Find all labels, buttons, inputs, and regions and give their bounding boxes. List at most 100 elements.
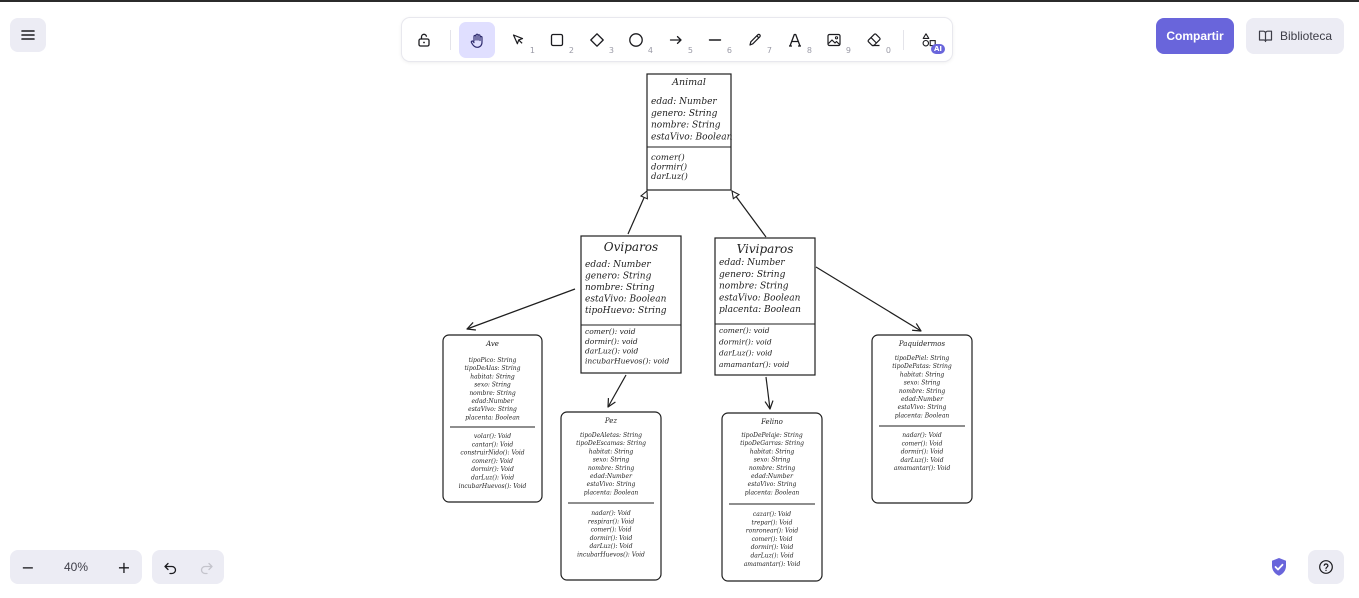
arrow-tool[interactable]: 5 — [658, 22, 694, 58]
oviparos-attribute: nombre: String — [585, 283, 655, 293]
pez-attribute: sexo: String — [593, 457, 630, 464]
pez-method: nadar(): Void — [591, 510, 631, 517]
more-tools-button[interactable]: AI — [911, 22, 947, 58]
ave-title: Ave — [485, 340, 499, 348]
hamburger-icon — [21, 30, 35, 40]
zoom-in-button[interactable]: + — [106, 550, 142, 584]
ave-method: incubarHuevos(): Void — [459, 483, 527, 490]
felino-attribute: tipoDeGarras: String — [740, 440, 804, 447]
ave-attribute: estaVivo: String — [468, 406, 517, 413]
help-button[interactable] — [1308, 550, 1344, 584]
diamond-tool[interactable]: 3 — [579, 22, 615, 58]
paquidermos-attribute: edad:Number — [901, 396, 944, 403]
shortcut-key: 2 — [568, 46, 574, 55]
oviparos-class-box — [580, 235, 682, 374]
oviparos-to-pez-arrow-head — [607, 398, 616, 408]
shortcut-key: 8 — [806, 46, 812, 55]
oviparos-to-ave-arrow-line — [466, 288, 576, 330]
felino-attribute: nombre: String — [749, 465, 796, 472]
redo-icon — [200, 562, 213, 574]
ave-attribute: placenta: Boolean — [465, 414, 520, 421]
ave-attribute: sexo: String — [474, 382, 511, 389]
toolbar-separator — [903, 30, 904, 50]
viviparos-attribute: nombre: String — [719, 282, 789, 292]
line-icon — [708, 39, 722, 41]
paquidermos-attribute: sexo: String — [904, 380, 941, 387]
zoom-out-button[interactable]: − — [10, 550, 46, 584]
pez-method: comer(): Void — [591, 527, 632, 534]
draw-tool[interactable]: 7 — [737, 22, 773, 58]
shortcut-key: 9 — [845, 46, 851, 55]
hand-tool[interactable] — [459, 22, 495, 58]
viviparos-attribute: genero: String — [719, 270, 786, 280]
shortcut-key: 3 — [608, 46, 614, 55]
ellipse-tool[interactable]: 4 — [618, 22, 654, 58]
paquidermos-method: amamantar(): Void — [894, 465, 951, 472]
rectangle-tool[interactable]: 2 — [539, 22, 575, 58]
shortcut-key: 7 — [766, 46, 772, 55]
pez-attribute: tipoDeEscamas: String — [576, 440, 646, 447]
viviparos-to-paquidermos-arrow-head — [912, 323, 922, 332]
animal-class-box — [646, 73, 732, 191]
image-tool[interactable]: 9 — [816, 22, 852, 58]
image-icon — [827, 33, 841, 47]
undo-button[interactable] — [152, 550, 188, 584]
lock-tool[interactable] — [406, 22, 442, 58]
pez-method: darLuz(): Void — [589, 543, 632, 550]
paquidermos-attribute: habitat: String — [900, 371, 945, 378]
viviparos-to-felino-arrow-head — [764, 400, 774, 410]
animal-method: dormir() — [651, 162, 687, 173]
undo-icon — [163, 562, 176, 574]
book-icon — [1258, 30, 1273, 43]
redo-button[interactable] — [188, 550, 224, 584]
viviparos-method: darLuz(): void — [719, 349, 773, 358]
eraser-icon — [867, 33, 881, 47]
paquidermos-class-box — [871, 334, 973, 504]
viviparos-class-box — [714, 237, 816, 376]
shield-check-icon — [1272, 558, 1286, 576]
pez-attribute: placenta: Boolean — [584, 489, 639, 496]
eraser-tool[interactable]: 0 — [856, 22, 892, 58]
share-button[interactable]: Compartir — [1156, 18, 1234, 54]
animal-attribute: nombre: String — [651, 121, 721, 131]
text-icon — [789, 33, 801, 47]
selection-tool[interactable]: 1 — [500, 22, 536, 58]
paquidermos-attribute: placenta: Boolean — [895, 412, 950, 419]
library-label: Biblioteca — [1279, 29, 1333, 43]
oviparos-method: darLuz(): void — [585, 347, 639, 356]
ave-class-box — [442, 334, 543, 503]
zoom-reset-button[interactable]: 40% — [63, 560, 89, 574]
ave-attribute: tipoPico: String — [469, 357, 517, 364]
felino-method: dormir(): Void — [751, 544, 794, 551]
paquidermos-attribute: estaVivo: String — [898, 404, 947, 411]
text-tool[interactable]: 8 — [777, 22, 813, 58]
animal-title: Animal — [671, 77, 706, 88]
viviparos-to-animal-arrow-head — [731, 190, 741, 200]
ave-method: comer(): Void — [472, 458, 513, 465]
felino-method: ronronear(): Void — [746, 528, 799, 535]
felino-method: trepar(): Void — [752, 519, 793, 526]
viviparos-to-paquidermos-arrow-line — [815, 266, 922, 332]
minus-icon: − — [21, 557, 35, 577]
animal-method: darLuz() — [651, 171, 688, 182]
felino-attribute: tipoDePelaje: String — [741, 432, 802, 439]
pez-attribute: estaVivo: String — [587, 481, 636, 488]
oviparos-attribute: genero: String — [585, 272, 652, 282]
ave-attribute: tipoDeAlas: String — [465, 365, 521, 372]
viviparos-method: dormir(): void — [719, 337, 772, 346]
library-button[interactable]: Biblioteca — [1246, 18, 1344, 54]
ave-attribute: nombre: String — [469, 390, 516, 397]
viviparos-to-felino-arrow-line — [765, 376, 771, 410]
shortcut-key: 0 — [885, 46, 891, 55]
felino-attribute: habitat: String — [750, 448, 795, 455]
viviparos-attribute: edad: Number — [719, 258, 785, 268]
oviparos-attribute: edad: Number — [585, 260, 651, 270]
main-menu-button[interactable] — [10, 18, 46, 52]
animal-attribute: edad: Number — [651, 97, 717, 107]
shortcut-key: 6 — [726, 46, 732, 55]
viviparos-to-animal-arrow-line — [731, 190, 767, 238]
viviparos-method: comer(): void — [719, 326, 770, 335]
line-tool[interactable]: 6 — [697, 22, 733, 58]
encryption-shield-icon[interactable] — [1268, 556, 1290, 578]
